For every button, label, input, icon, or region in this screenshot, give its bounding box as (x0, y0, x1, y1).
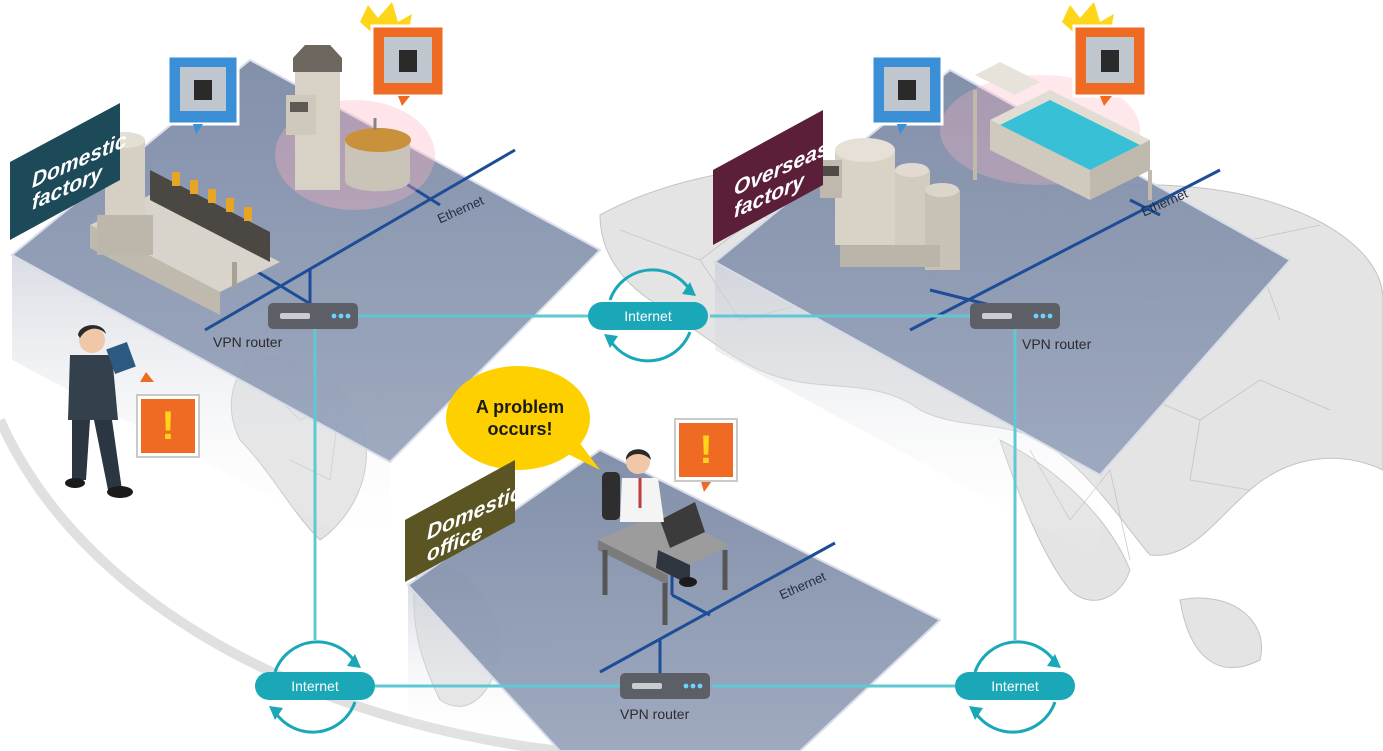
callout-line1: A problem (475, 397, 565, 417)
domestic-factory-tag-bg (10, 103, 120, 240)
alert-monitor-icon (1062, 2, 1148, 106)
internet-cycle-arrows (273, 268, 1057, 734)
vpn-router-overseas-factory[interactable] (970, 303, 1060, 329)
cycle-arrowheads (269, 282, 1061, 720)
person-with-tablet (65, 325, 136, 498)
overseas-factory-tag-bg (713, 110, 823, 245)
monitor-screen-icon (870, 54, 944, 134)
vpn-router-domestic-factory[interactable] (268, 303, 358, 329)
problem-speech-bubble (446, 366, 600, 470)
internet-node-bottom-right[interactable]: Internet (955, 672, 1075, 700)
problem-callout-text: A problem occurs! (450, 396, 590, 440)
alert-icon-office-worker: ! (676, 420, 736, 480)
vpn-router-domestic-office[interactable] (620, 673, 710, 699)
domestic-office-tag-bg (405, 460, 515, 582)
vpn-router-label-overseas-factory: VPN router (1022, 336, 1092, 352)
mixing-machine (275, 45, 435, 210)
internet-node-bottom-left[interactable]: Internet (255, 672, 375, 700)
alert-icon-field-worker: ! (138, 396, 198, 456)
vpn-router-label-domestic-factory: VPN router (213, 334, 283, 350)
vpn-links (313, 314, 1017, 688)
office-alert-bubble-tail (140, 372, 714, 492)
monitor-screen-icon (166, 54, 240, 134)
callout-line2: occurs! (487, 419, 553, 439)
tank-machine (820, 138, 960, 270)
alert-monitor-icon (360, 2, 446, 106)
vpn-router-label-domestic-office: VPN router (620, 706, 690, 722)
production-line-machine (90, 132, 280, 315)
office-worker-at-desk (598, 449, 730, 625)
washing-tank-machine (940, 62, 1152, 200)
internet-node-top[interactable]: Internet (588, 302, 708, 330)
